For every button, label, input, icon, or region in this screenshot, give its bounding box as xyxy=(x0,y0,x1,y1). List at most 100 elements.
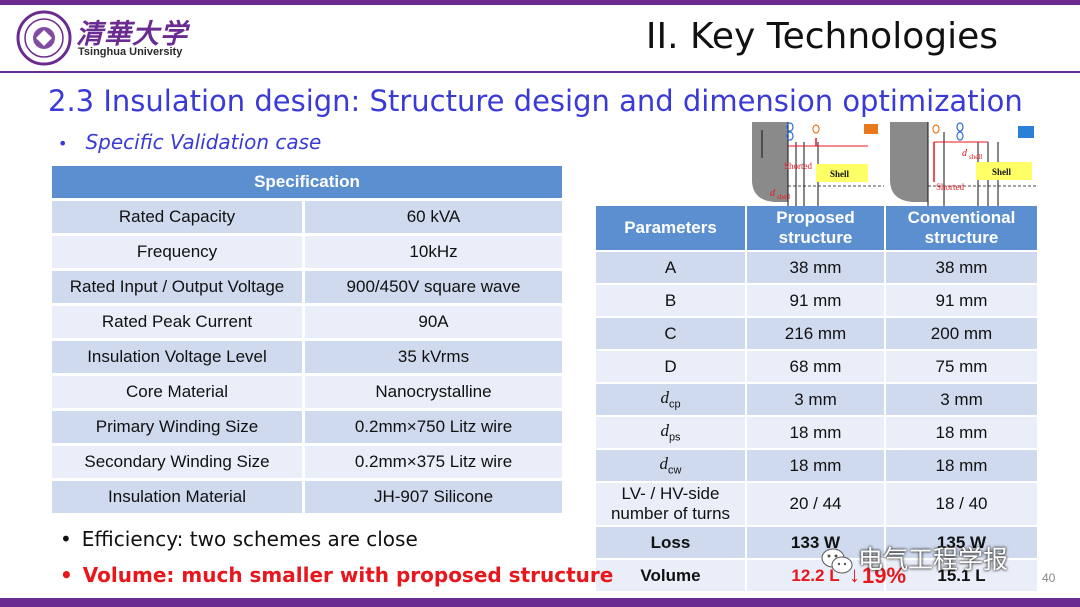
param-name: D xyxy=(596,349,747,382)
spec-value: Nanocrystalline xyxy=(305,376,562,408)
param-conventional: 38 mm xyxy=(886,250,1037,283)
efficiency-bullet: • Efficiency: two schemes are close xyxy=(60,527,418,551)
diagram-d-label: d xyxy=(770,188,776,199)
spec-name: Core Material xyxy=(52,376,305,408)
param-conventional: 15.1 L xyxy=(886,558,1037,591)
reduction-arrow-icon: ↓ xyxy=(849,562,860,587)
param-proposed: 38 mm xyxy=(747,250,886,283)
param-name: dcw xyxy=(596,448,747,481)
diagram-shell-label-2: Shell xyxy=(992,167,1012,177)
param-conventional: 18 mm xyxy=(886,448,1037,481)
university-seal-icon xyxy=(16,10,72,66)
param-subscript: ps xyxy=(668,431,681,444)
volume-reduction-percent: 19% xyxy=(862,563,907,588)
param-conventional: 18 / 40 xyxy=(886,481,1037,525)
spec-name: Insulation Material xyxy=(52,481,305,513)
col-header-proposed: Proposed structure xyxy=(747,206,886,250)
param-name: A xyxy=(596,250,747,283)
param-proposed: 18 mm xyxy=(747,415,886,448)
parameters-table: Parameters Proposed structure Convention… xyxy=(596,206,1037,591)
structure-diagram: Shell Shorted d shell Shell Shorted d sh… xyxy=(748,122,1038,206)
param-proposed: 3 mm xyxy=(747,382,886,415)
param-proposed: 12.2 L xyxy=(747,558,886,591)
param-subscript: cw xyxy=(668,464,682,477)
diagram-d-label-2: d xyxy=(962,148,968,159)
param-proposed: 133 W xyxy=(747,525,886,558)
param-proposed: 91 mm xyxy=(747,283,886,316)
spec-value: 0.2mm×375 Litz wire xyxy=(305,446,562,478)
spec-name: Rated Input / Output Voltage xyxy=(52,271,305,303)
param-proposed: 68 mm xyxy=(747,349,886,382)
university-name-en: Tsinghua University xyxy=(78,46,183,58)
diagram-d-sub-label-2: shell xyxy=(969,153,982,161)
param-name: dcp xyxy=(596,382,747,415)
wechat-icon xyxy=(821,548,853,574)
slide-title: II. Key Technologies xyxy=(645,16,998,57)
spec-name: Rated Peak Current xyxy=(52,306,305,338)
param-conventional: 18 mm xyxy=(886,415,1037,448)
volume-bullet-text: Volume: much smaller with proposed struc… xyxy=(82,563,614,587)
volume-bullet: •Volume: much smaller with proposed stru… xyxy=(60,563,613,587)
col-header-parameters: Parameters xyxy=(596,206,747,250)
university-logo xyxy=(14,10,184,66)
param-conventional: 200 mm xyxy=(886,316,1037,349)
watermark-text: 电气工程学报 xyxy=(858,545,1009,574)
spec-value: 0.2mm×750 Litz wire xyxy=(305,411,562,443)
validation-bullet-text: Specific Validation case xyxy=(85,130,322,154)
diagram-shorted-label-2: Shorted xyxy=(936,182,964,192)
spec-name: Frequency xyxy=(52,236,305,268)
param-proposed: 18 mm xyxy=(747,448,886,481)
spec-name: Primary Winding Size xyxy=(52,411,305,443)
spec-name: Insulation Voltage Level xyxy=(52,341,305,373)
param-symbol: d xyxy=(660,421,669,441)
spec-value: 10kHz xyxy=(305,236,562,268)
spec-value: 35 kVrms xyxy=(305,341,562,373)
param-proposed: 20 / 44 xyxy=(747,481,886,525)
param-symbol: d xyxy=(660,388,669,408)
spec-value: 60 kVA xyxy=(305,201,562,233)
spec-name: Rated Capacity xyxy=(52,201,305,233)
param-name: LV- / HV-side number of turns xyxy=(596,481,747,525)
section-title: 2.3 Insulation design: Structure design … xyxy=(48,84,1023,118)
diagram-shell-label: Shell xyxy=(830,169,850,179)
param-proposed: 216 mm xyxy=(747,316,886,349)
param-name: Loss xyxy=(596,525,747,558)
param-name: dps xyxy=(596,415,747,448)
validation-bullet: •Specific Validation case xyxy=(58,130,321,154)
header-divider xyxy=(0,71,1080,73)
spec-name: Secondary Winding Size xyxy=(52,446,305,478)
param-conventional: 135 W xyxy=(886,525,1037,558)
diagram-shorted-label: Shorted xyxy=(784,161,812,171)
top-accent-bar xyxy=(0,0,1080,5)
bullet-dot: • xyxy=(60,527,72,551)
param-subscript: cp xyxy=(668,398,681,411)
page-number: 40 xyxy=(1042,571,1056,585)
param-conventional: 75 mm xyxy=(886,349,1037,382)
spec-value: JH-907 Silicone xyxy=(305,481,562,513)
diagram-d-sub-label: shell xyxy=(777,193,790,201)
spec-value: 90A xyxy=(305,306,562,338)
param-name: C xyxy=(596,316,747,349)
efficiency-bullet-text: Efficiency: two schemes are close xyxy=(81,527,418,551)
col-header-conventional: Conventional structure xyxy=(886,206,1037,250)
param-name: Volume xyxy=(596,558,747,591)
param-conventional: 3 mm xyxy=(886,382,1037,415)
